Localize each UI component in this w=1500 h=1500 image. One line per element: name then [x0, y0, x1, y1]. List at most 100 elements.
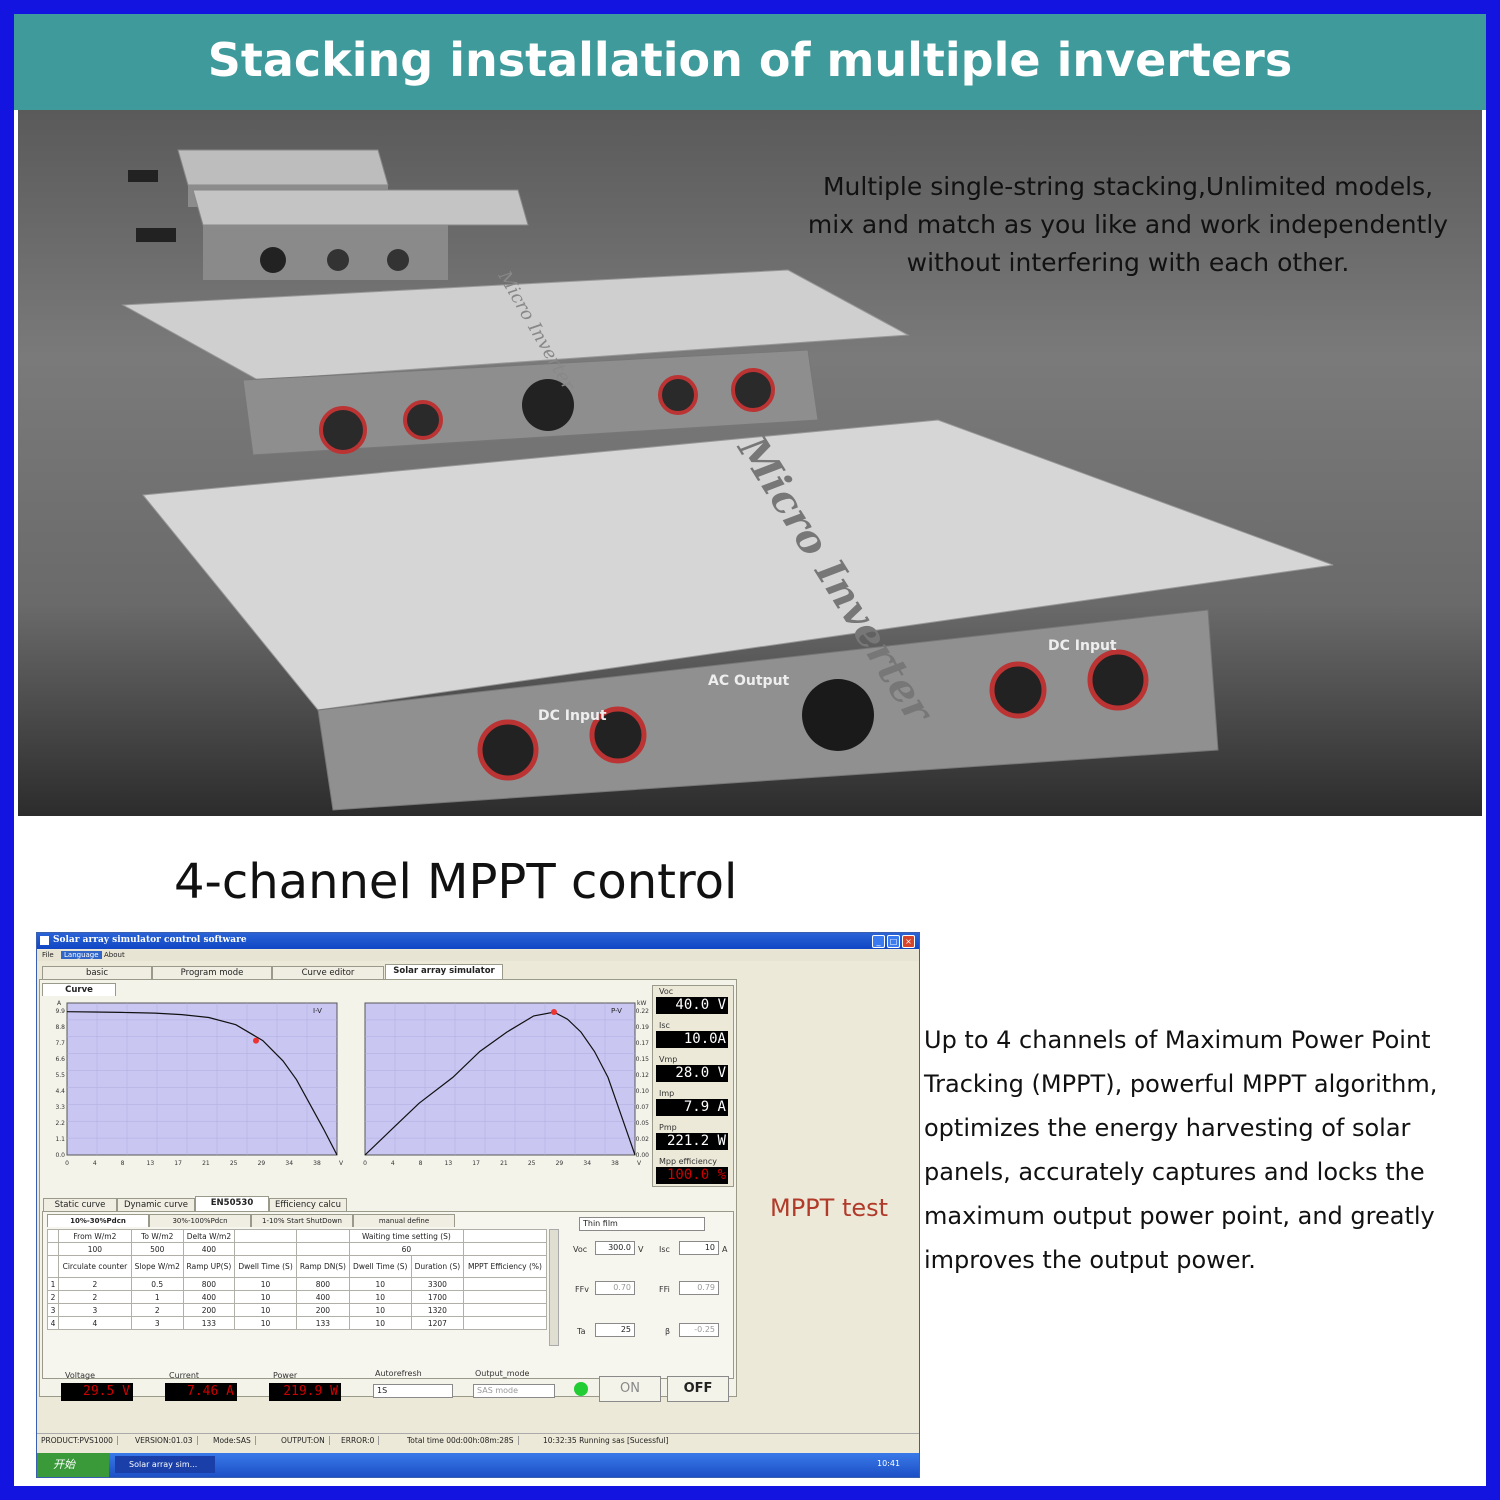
table-cell[interactable]: 1: [130, 1290, 184, 1304]
table-cell[interactable]: [463, 1316, 547, 1330]
beta-field[interactable]: -0.25: [679, 1323, 719, 1337]
table-cell[interactable]: 2: [58, 1277, 132, 1291]
table-cell[interactable]: 10: [234, 1316, 297, 1330]
table-cell[interactable]: 60: [348, 1242, 465, 1256]
table-cell[interactable]: 100: [58, 1242, 132, 1256]
start-button[interactable]: 开始: [37, 1453, 109, 1477]
dc-input-label-2: DC Input: [1048, 638, 1117, 654]
menu-about[interactable]: About: [104, 951, 125, 959]
off-button[interactable]: OFF: [667, 1376, 729, 1402]
table-cell[interactable]: 200: [182, 1303, 236, 1317]
status-bar: PRODUCT:PVS1000 VERSION:01.03 Mode:SAS O…: [37, 1433, 919, 1447]
table-cell[interactable]: 10: [348, 1316, 412, 1330]
ffi-field[interactable]: 0.79: [679, 1281, 719, 1295]
minimize-icon[interactable]: _: [872, 935, 885, 948]
tab-curve-editor[interactable]: Curve editor: [272, 966, 384, 979]
maximize-icon[interactable]: □: [887, 935, 900, 948]
tab-solar-array-simulator[interactable]: Solar array simulator: [385, 964, 503, 979]
ta-field[interactable]: 25: [595, 1323, 635, 1337]
y-tick-label: 3.3: [55, 1104, 65, 1111]
table-cell[interactable]: 10: [348, 1277, 412, 1291]
menu-language[interactable]: Language: [61, 951, 102, 959]
table-head-cell: From W/m2: [58, 1229, 132, 1243]
app-icon: [40, 936, 49, 945]
y-tick-label: 0.00: [636, 1152, 650, 1159]
tab-dynamic-curve[interactable]: Dynamic curve: [117, 1198, 195, 1211]
x-tick-label: 13: [147, 1160, 155, 1167]
table-head-row-3: Circulate counter Slope W/m2 Ramp UP(S) …: [47, 1255, 547, 1278]
menu-file[interactable]: File: [42, 951, 54, 959]
table-cell[interactable]: 4: [58, 1316, 132, 1330]
table-cell[interactable]: 400: [295, 1290, 350, 1304]
table-cell[interactable]: 10: [348, 1290, 412, 1304]
tab-program-mode[interactable]: Program mode: [152, 966, 272, 979]
table-cell[interactable]: 2: [58, 1290, 132, 1304]
voltage-label: Voltage: [65, 1371, 96, 1380]
table-cell[interactable]: 3: [130, 1316, 184, 1330]
tab-10-30-pdcn[interactable]: 10%-30%Pdcn: [47, 1214, 149, 1227]
en50530-table: From W/m2 To W/m2 Delta W/m2 Waiting tim…: [47, 1229, 547, 1330]
tab-manual-define[interactable]: manual define: [353, 1214, 455, 1227]
ta-label: Ta: [577, 1327, 586, 1336]
tab-efficiency[interactable]: Efficiency calcu: [269, 1198, 347, 1211]
tab-basic[interactable]: basic: [42, 966, 152, 979]
film-type-select[interactable]: Thin film: [579, 1217, 705, 1231]
table-cell[interactable]: 1320: [410, 1303, 465, 1317]
x-tick-label: 8: [121, 1160, 125, 1167]
y-tick-label: 4.4: [55, 1088, 65, 1095]
autorefresh-select[interactable]: 1S: [373, 1384, 453, 1398]
table-scrollbar[interactable]: [549, 1229, 559, 1346]
power-label: Power: [273, 1371, 298, 1380]
isc-field[interactable]: 10: [679, 1241, 719, 1255]
table-cell[interactable]: 400: [182, 1290, 236, 1304]
table-head-cell: MPPT Efficiency (%): [463, 1255, 547, 1278]
tab-curve[interactable]: Curve: [42, 983, 116, 996]
table-cell[interactable]: 0.5: [130, 1277, 184, 1291]
tab-en50530[interactable]: EN50530: [195, 1196, 269, 1211]
table-cell[interactable]: [463, 1303, 547, 1317]
table-cell[interactable]: 800: [182, 1277, 236, 1291]
series-line: [66, 1011, 338, 1156]
chart-curve-label: I-V: [313, 1007, 322, 1015]
tab-static-curve[interactable]: Static curve: [43, 1198, 117, 1211]
table-cell[interactable]: 10: [348, 1303, 412, 1317]
table-cell[interactable]: 200: [295, 1303, 350, 1317]
ffv-field[interactable]: 0.70: [595, 1281, 635, 1295]
photo-caption-line-1: Multiple single-string stacking,Unlimite…: [822, 172, 1434, 201]
table-head-cell: Duration (S): [410, 1255, 465, 1278]
table-cell[interactable]: 500: [130, 1242, 184, 1256]
status-mode: Mode:SAS: [213, 1436, 256, 1445]
plot-area: [66, 1002, 338, 1156]
inverter-illustration: Micro Inverter Micro Inverter DC Input A…: [121, 149, 1334, 811]
table-cell[interactable]: [463, 1290, 547, 1304]
tab-30-100-pdcn[interactable]: 30%-100%Pdcn: [149, 1214, 251, 1227]
y-tick-label: 0.02: [636, 1136, 650, 1143]
table-cell[interactable]: 2: [130, 1303, 184, 1317]
on-button[interactable]: ON: [599, 1376, 661, 1402]
output-mode-select[interactable]: SAS mode: [473, 1384, 555, 1398]
voc-field[interactable]: 300.0: [595, 1241, 635, 1255]
table-cell[interactable]: 800: [295, 1277, 350, 1291]
table-cell[interactable]: 1700: [410, 1290, 465, 1304]
y-tick-label: 9.9: [55, 1008, 65, 1015]
tab-start-shutdown[interactable]: 1-10% Start ShutDown: [251, 1214, 353, 1227]
table-cell[interactable]: 10: [234, 1290, 297, 1304]
table-cell[interactable]: 1207: [410, 1316, 465, 1330]
table-cell[interactable]: 3300: [410, 1277, 465, 1291]
table-cell[interactable]: [463, 1277, 547, 1291]
table-cell[interactable]: 400: [182, 1242, 236, 1256]
table-cell[interactable]: 3: [58, 1303, 132, 1317]
table-cell[interactable]: 10: [234, 1303, 297, 1317]
table-cell[interactable]: 10: [234, 1277, 297, 1291]
taskbar-app-button[interactable]: Solar array sim...: [115, 1456, 215, 1473]
table-head-cell: Dwell Time (S): [234, 1255, 297, 1278]
taskbar-clock: 10:41: [877, 1459, 901, 1468]
table-cell[interactable]: 133: [182, 1316, 236, 1330]
table-cell[interactable]: 133: [295, 1316, 350, 1330]
y-tick-label: 0.19: [636, 1024, 650, 1031]
close-icon[interactable]: ×: [902, 935, 915, 948]
